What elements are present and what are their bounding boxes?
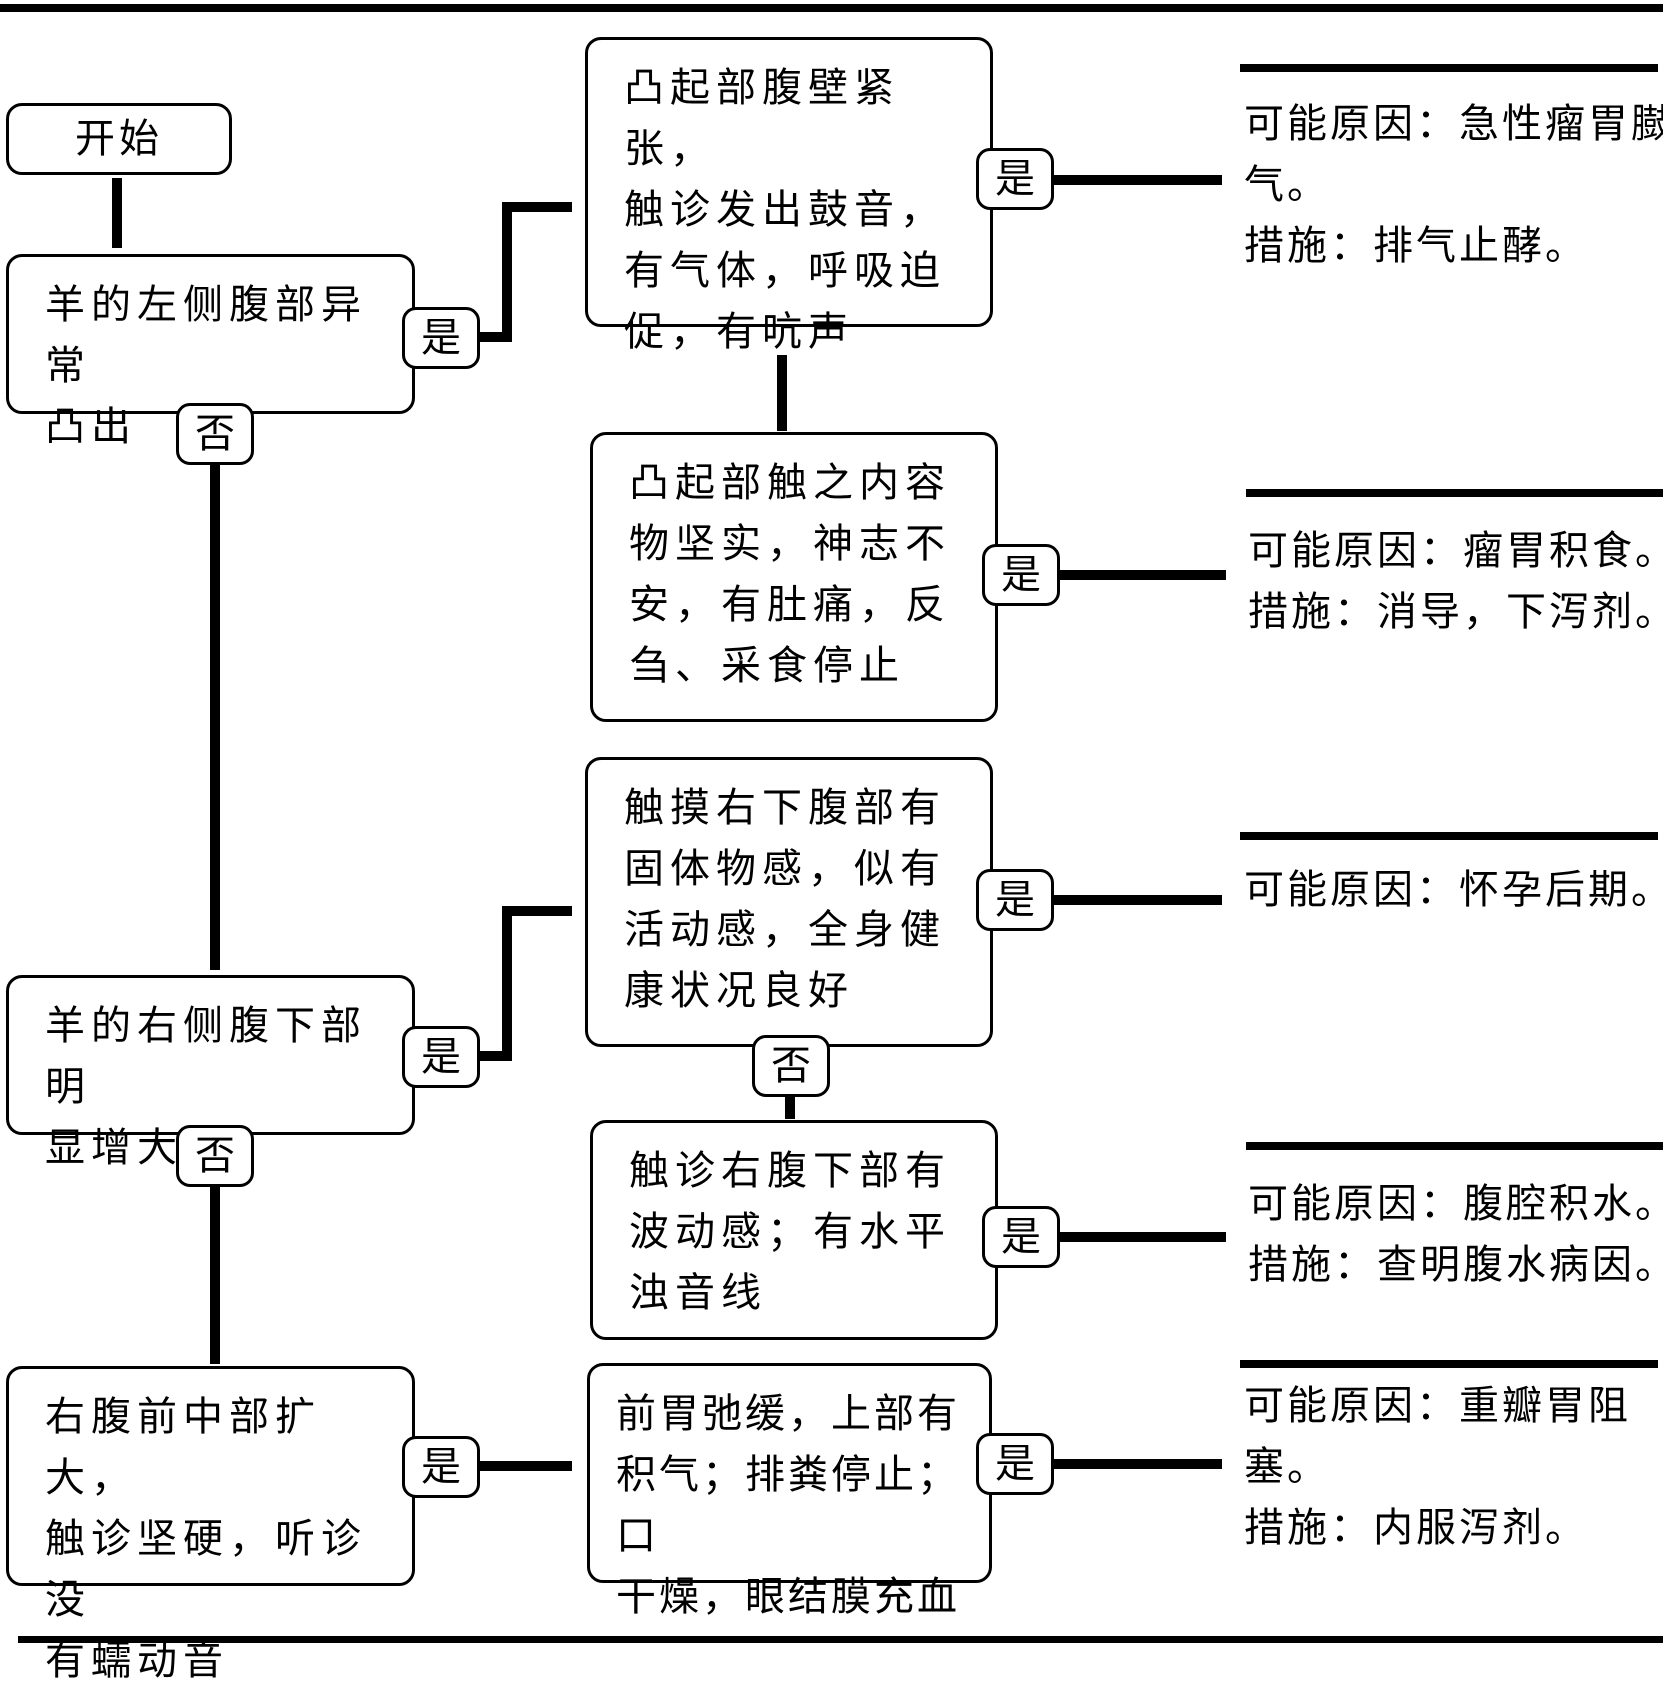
connector-s3-s4 <box>785 1085 795 1119</box>
result-omasum-impaction: 可能原因：重瓣胃阻 塞。 措施：内服泻剂。 <box>1244 1376 1631 1559</box>
yes-label-q3: 是 <box>402 1436 480 1498</box>
yes-label-s4: 是 <box>982 1206 1060 1268</box>
result-4-cause: 可能原因：腹腔积水。 <box>1248 1181 1663 1227</box>
result-4-rule <box>1246 1142 1663 1150</box>
result-acute-tympany: 可能原因：急性瘤胃臌 气。 措施：排气止酵。 <box>1244 94 1663 277</box>
connector-s5-r5 <box>1054 1459 1222 1469</box>
step-tympany: 凸起部腹壁紧张， 触诊发出鼓音， 有气体，呼吸迫 促，有吭声 <box>585 37 993 355</box>
connector-q2-s3-v <box>502 906 512 1061</box>
yes-label-q1: 是 <box>402 307 480 369</box>
result-2-cause: 可能原因：瘤胃积食。 <box>1248 528 1663 574</box>
yes-label-s1: 是 <box>976 148 1054 210</box>
top-rule <box>0 4 1663 12</box>
result-rumen-impaction: 可能原因：瘤胃积食。 措施：消导，下泻剂。 <box>1248 521 1663 643</box>
connector-s1-s2 <box>777 355 787 431</box>
connector-q2-q3 <box>210 1180 220 1364</box>
result-ascites: 可能原因：腹腔积水。 措施：查明腹水病因。 <box>1248 1174 1663 1296</box>
question-left-abdomen: 羊的左侧腹部异常 凸出 <box>6 254 415 450</box>
connector-q3-s5 <box>476 1461 572 1471</box>
result-1-cause-cont: 气。 <box>1244 162 1330 208</box>
connector-s2-r2 <box>1058 570 1226 580</box>
yes-label-s2: 是 <box>982 544 1060 606</box>
question-right-mid-abdomen: 右腹前中部扩大， 触诊坚硬，听诊没 有蠕动音 <box>6 1366 415 1684</box>
step-fluctuation: 触诊右腹下部有 波动感；有水平 浊音线 <box>590 1120 998 1340</box>
result-1-cause: 可能原因：急性瘤胃臌 <box>1244 101 1663 147</box>
start-node: 开始 <box>6 103 232 175</box>
result-1-measure: 措施：排气止酵。 <box>1244 223 1588 269</box>
result-5-cause-cont: 塞。 <box>1244 1444 1330 1490</box>
result-5-cause: 可能原因：重瓣胃阻 <box>1244 1383 1631 1429</box>
connector-s4-r4 <box>1058 1232 1226 1242</box>
connector-start-q1 <box>112 178 122 248</box>
question-right-lower-abdomen: 羊的右侧腹下部明 显增大 <box>6 975 415 1171</box>
no-label-s3: 否 <box>752 1035 830 1097</box>
result-5-rule <box>1240 1360 1658 1368</box>
result-1-rule <box>1240 64 1658 72</box>
connector-s1-r1 <box>1054 175 1222 185</box>
yes-label-s5: 是 <box>976 1433 1054 1495</box>
result-5-measure: 措施：内服泻剂。 <box>1244 1505 1588 1551</box>
connector-q1-q2 <box>210 462 220 970</box>
result-2-measure: 措施：消导，下泻剂。 <box>1248 589 1663 635</box>
result-4-measure: 措施：查明腹水病因。 <box>1248 1242 1663 1288</box>
connector-q1-s1-v <box>502 202 512 342</box>
result-3-rule <box>1240 832 1658 840</box>
connector-q1-s1-h2 <box>502 202 572 212</box>
yes-label-q2: 是 <box>402 1026 480 1088</box>
step-solid-mass: 触摸右下腹部有 固体物感，似有 活动感，全身健 康状况良好 <box>585 757 993 1047</box>
no-label-q1: 否 <box>176 403 254 465</box>
connector-q2-s3-h1 <box>476 1051 510 1061</box>
result-late-pregnancy: 可能原因：怀孕后期。 <box>1244 860 1663 921</box>
result-2-rule <box>1246 489 1663 497</box>
connector-q1-s1-h1 <box>476 332 510 342</box>
result-3-cause: 可能原因：怀孕后期。 <box>1244 867 1663 913</box>
bottom-rule <box>18 1636 1663 1643</box>
connector-s3-r3 <box>1054 895 1222 905</box>
no-label-q2: 否 <box>176 1125 254 1187</box>
step-forestomach: 前胃弛缓，上部有 积气；排粪停止；口 干燥，眼结膜充血 <box>587 1363 992 1620</box>
connector-q2-s3-h2 <box>502 906 572 916</box>
step-solid-content: 凸起部触之内容 物坚实，神志不 安，有肚痛，反 刍、采食停止 <box>590 432 998 722</box>
yes-label-s3: 是 <box>976 869 1054 931</box>
